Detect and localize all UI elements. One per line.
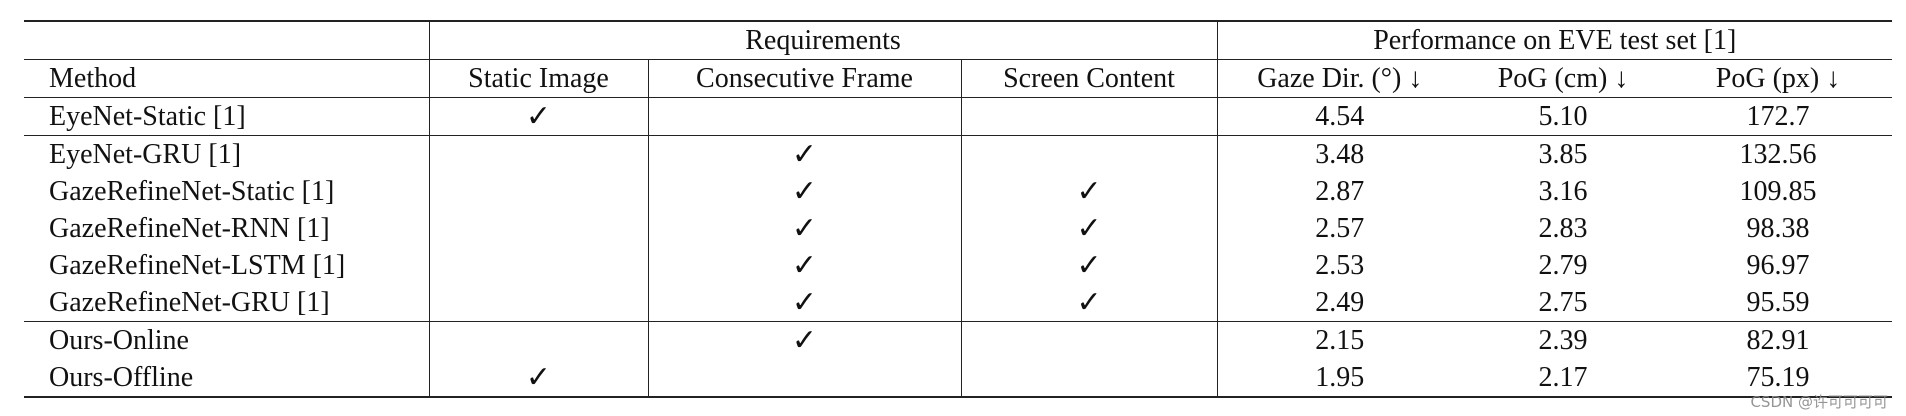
screen-content-check bbox=[961, 321, 1218, 359]
pog-px-value: 96.97 bbox=[1746, 249, 1810, 281]
pog-cm-value: 2.39 bbox=[1538, 324, 1588, 356]
pog-px-value: 172.7 bbox=[1746, 100, 1810, 132]
consecutive-frame-check: ✓ bbox=[648, 173, 962, 210]
table-row: Ours-Online ✓ 2.15 2.39 82.91 bbox=[24, 321, 1893, 359]
gaze-dir-value: 2.49 bbox=[1315, 286, 1365, 318]
method-cell: GazeRefineNet-GRU [1] bbox=[24, 284, 430, 322]
static-image-check: ✓ bbox=[429, 359, 649, 397]
pog-cm-value: 2.83 bbox=[1538, 212, 1588, 244]
static-image-check bbox=[429, 173, 649, 210]
method-cell: EyeNet-GRU [1] bbox=[24, 135, 430, 173]
column-header-method: Method bbox=[24, 59, 430, 98]
gaze-dir-value: 3.48 bbox=[1315, 138, 1365, 170]
static-image-check bbox=[429, 210, 649, 247]
table-row: EyeNet-Static [1] ✓ 4.54 5.10 172.7 bbox=[24, 97, 1893, 136]
gaze-dir-value: 2.53 bbox=[1315, 249, 1365, 281]
consecutive-frame-check: ✓ bbox=[648, 135, 962, 173]
screen-content-check: ✓ bbox=[961, 284, 1218, 322]
table-row: GazeRefineNet-Static [1] ✓ ✓ 2.87 3.16 1… bbox=[24, 173, 1892, 210]
consecutive-frame-check bbox=[648, 359, 962, 397]
table-row: GazeRefineNet-LSTM [1] ✓ ✓ 2.53 2.79 96.… bbox=[24, 247, 1892, 284]
screen-content-check bbox=[961, 359, 1218, 397]
method-cell: EyeNet-Static [1] bbox=[24, 97, 430, 136]
static-image-check bbox=[429, 135, 649, 173]
method-cell: GazeRefineNet-Static [1] bbox=[24, 173, 430, 210]
requirements-group-header: Requirements bbox=[429, 21, 1218, 60]
header-empty-cell bbox=[24, 21, 430, 60]
table-row: EyeNet-GRU [1] ✓ 3.48 3.85 132.56 bbox=[24, 135, 1893, 173]
column-header-consecutive-frame: Consecutive Frame bbox=[648, 59, 962, 98]
pog-px-value-best: 75.19 bbox=[1746, 361, 1810, 393]
gaze-dir-value: 4.54 bbox=[1315, 100, 1365, 132]
pog-cm-value-best: 2.17 bbox=[1538, 361, 1588, 393]
screen-content-check bbox=[961, 135, 1218, 173]
screen-content-check: ✓ bbox=[961, 173, 1218, 210]
performance-group-header: Performance on EVE test set [1] bbox=[1373, 24, 1737, 56]
method-cell: Ours-Offline bbox=[24, 359, 430, 397]
pog-px-value: 98.38 bbox=[1746, 212, 1810, 244]
consecutive-frame-check: ✓ bbox=[648, 284, 962, 322]
table-row: Ours-Offline ✓ 1.95 2.17 75.19 bbox=[24, 359, 1893, 397]
method-cell: GazeRefineNet-RNN [1] bbox=[24, 210, 430, 247]
pog-cm-value: 2.79 bbox=[1538, 249, 1588, 281]
static-image-check: ✓ bbox=[429, 97, 649, 136]
consecutive-frame-check: ✓ bbox=[648, 321, 962, 359]
pog-cm-value: 3.85 bbox=[1538, 138, 1588, 170]
pog-cm-value: 3.16 bbox=[1538, 175, 1588, 207]
column-header-pog-cm: PoG (cm) ↓ bbox=[1497, 62, 1629, 94]
column-header-row: Method Static Image Consecutive Frame Sc… bbox=[24, 59, 1893, 98]
screen-content-check: ✓ bbox=[961, 247, 1218, 284]
method-cell: Ours-Online bbox=[24, 321, 430, 359]
table-row: GazeRefineNet-GRU [1] ✓ ✓ 2.49 2.75 95.5… bbox=[24, 284, 1892, 322]
gaze-dir-value: 2.87 bbox=[1315, 175, 1365, 207]
screen-content-check bbox=[961, 97, 1218, 136]
results-table: Requirements Performance on EVE test set… bbox=[24, 20, 1893, 398]
static-image-check bbox=[429, 247, 649, 284]
pog-px-value: 82.91 bbox=[1746, 324, 1810, 356]
consecutive-frame-check bbox=[648, 97, 962, 136]
static-image-check bbox=[429, 321, 649, 359]
column-header-static-image: Static Image bbox=[429, 59, 649, 98]
consecutive-frame-check: ✓ bbox=[648, 210, 962, 247]
pog-cm-value: 2.75 bbox=[1538, 286, 1588, 318]
column-header-gaze-dir: Gaze Dir. (°) ↓ bbox=[1257, 62, 1423, 94]
pog-cm-value: 5.10 bbox=[1538, 100, 1588, 132]
column-header-pog-px: PoG (px) ↓ bbox=[1715, 62, 1841, 94]
column-header-screen-content: Screen Content bbox=[961, 59, 1218, 98]
group-header-row: Requirements Performance on EVE test set… bbox=[24, 21, 1893, 60]
screen-content-check: ✓ bbox=[961, 210, 1218, 247]
gaze-dir-value-best: 1.95 bbox=[1315, 361, 1365, 393]
gaze-dir-value: 2.15 bbox=[1315, 324, 1365, 356]
gaze-dir-value: 2.57 bbox=[1315, 212, 1365, 244]
method-cell: GazeRefineNet-LSTM [1] bbox=[24, 247, 430, 284]
pog-px-value: 95.59 bbox=[1746, 286, 1810, 318]
table-row: GazeRefineNet-RNN [1] ✓ ✓ 2.57 2.83 98.3… bbox=[24, 210, 1892, 247]
static-image-check bbox=[429, 284, 649, 322]
csdn-watermark: CSDN @许可可可可 bbox=[1750, 393, 1888, 411]
pog-px-value: 109.85 bbox=[1739, 175, 1817, 207]
pog-px-value: 132.56 bbox=[1739, 138, 1817, 170]
consecutive-frame-check: ✓ bbox=[648, 247, 962, 284]
